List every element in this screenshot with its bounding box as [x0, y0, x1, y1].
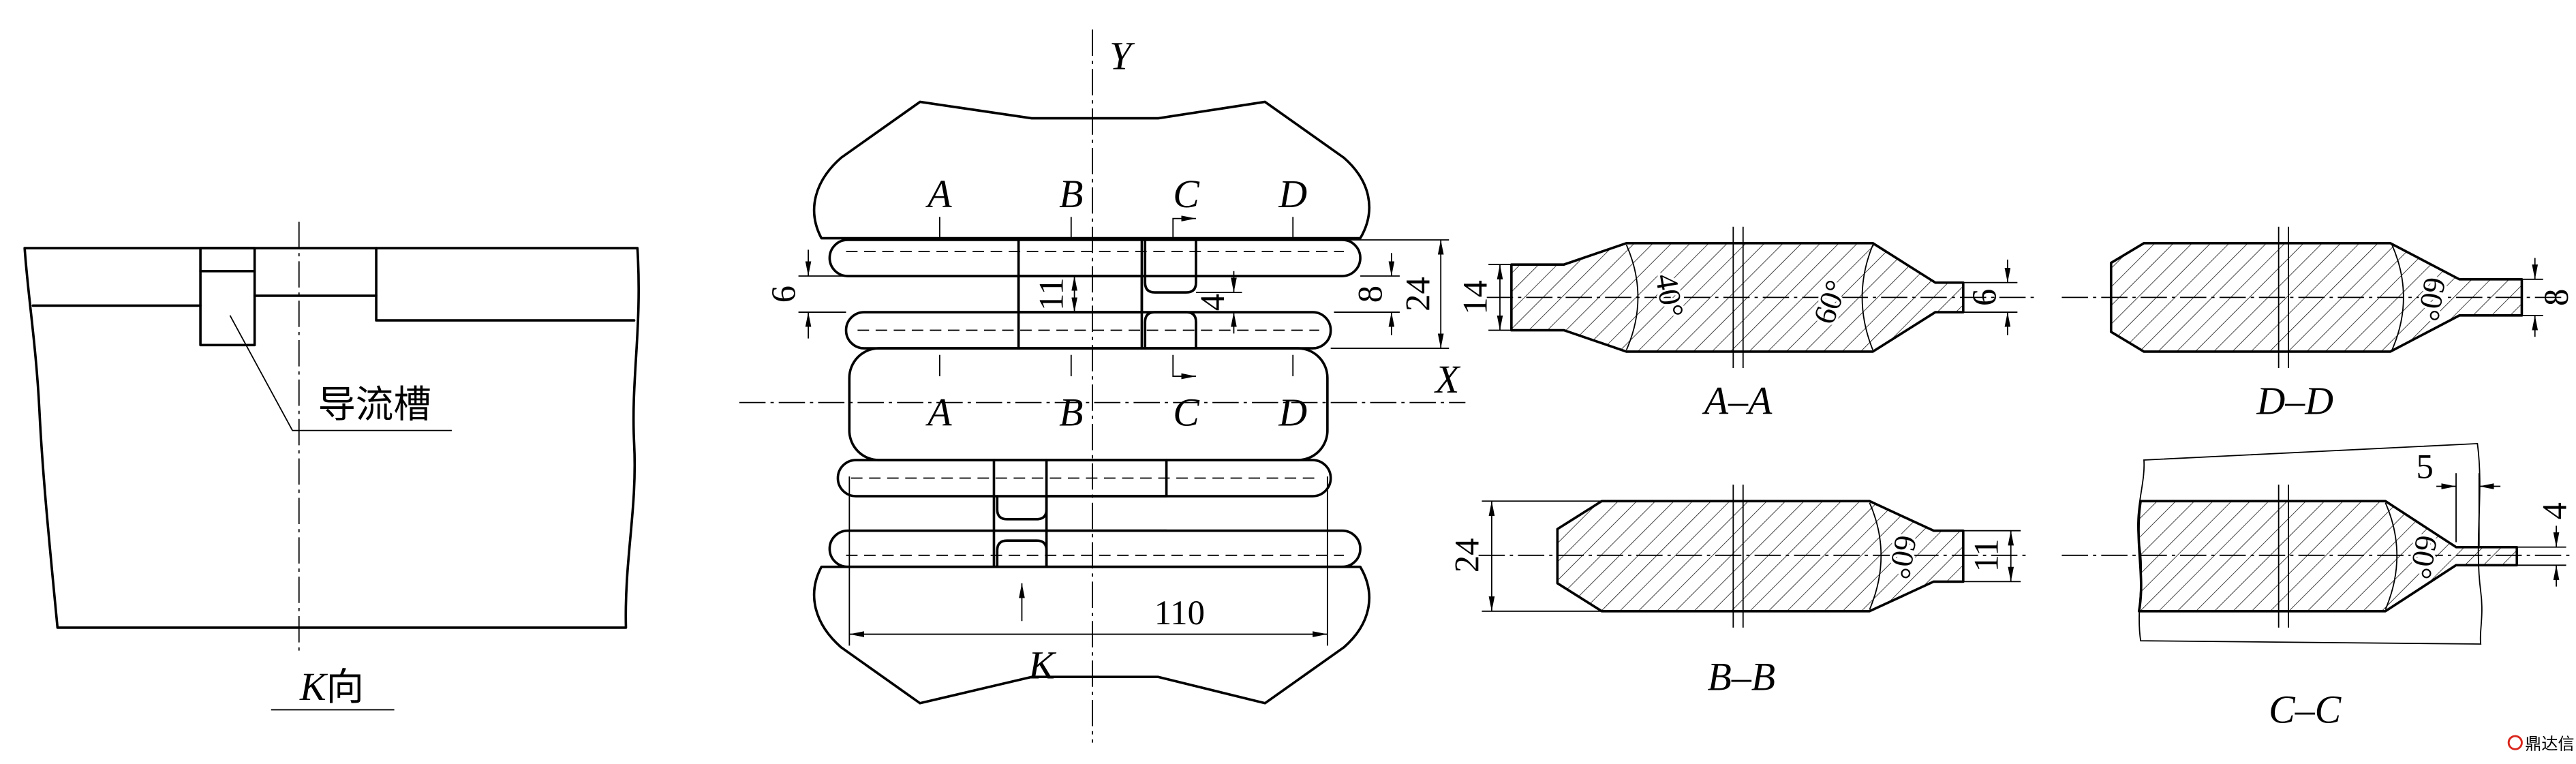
section-a-a-title: A–A: [1702, 379, 1773, 423]
section-mark-c-top: C: [1173, 172, 1200, 216]
section-mark-b-bottom: B: [1059, 390, 1083, 434]
dimension-4: 4: [1193, 271, 1242, 334]
section-c-c-title: C–C: [2269, 688, 2342, 732]
dimension-110: 110: [848, 476, 1328, 646]
dimension-11: 11: [1032, 276, 1077, 313]
section-d-d-dim-8-label: 8: [2537, 289, 2575, 306]
section-a-a-profile: [1510, 241, 1965, 353]
dimension-8: 8: [1334, 253, 1400, 335]
watermark-logo-icon: [2507, 735, 2523, 750]
section-b-b-title: B–B: [1708, 655, 1776, 699]
lower-flash-band: [828, 529, 1362, 568]
section-c-c-dim-5-label: 5: [2417, 448, 2434, 486]
section-mark-a-top: A: [925, 172, 952, 216]
section-a-a: 40° 60° 14 6 A–A: [1456, 226, 2034, 423]
groove-label: 导流槽: [318, 383, 431, 427]
section-a-a-angle-arc-left: [1625, 244, 1639, 350]
k-view-label-suffix: 向: [326, 666, 364, 709]
section-d-d-angle: 60°: [2411, 275, 2453, 324]
flow-groove: [199, 247, 256, 347]
section-marks-top: A B C D: [925, 172, 1307, 240]
section-d-d-title: D–D: [2256, 379, 2333, 423]
dimension-6-label: 6: [765, 286, 803, 303]
upper-flash-band: [828, 239, 1362, 277]
main-view: Y X A B: [739, 29, 1466, 743]
x-axis-label: X: [1434, 357, 1461, 401]
upper-die-outline: [812, 100, 1370, 240]
k-view: 导流槽 K向: [23, 221, 640, 711]
section-b-b-break-lines: [1732, 485, 1744, 628]
k-view-label-letter: K: [299, 664, 328, 709]
section-a-a-break-lines: [1732, 226, 1744, 369]
section-a-a-angle-arc-right: [1861, 244, 1874, 350]
section-d-d-profile: [2109, 241, 2524, 353]
section-c-c-angle-arc: [2385, 502, 2398, 610]
dimension-110-label: 110: [1154, 594, 1205, 632]
section-a-a-dim-14-label: 14: [1456, 280, 1494, 315]
lower-channel-land-upper: [996, 495, 1048, 521]
section-d-d-break-lines: [2278, 226, 2290, 369]
y-axis-label: Y: [1109, 33, 1135, 78]
lower-die-outline: [812, 565, 1370, 705]
section-a-a-angle-left: 40°: [1649, 271, 1690, 320]
section-mark-d-bottom: D: [1278, 390, 1307, 434]
dimension-24-extension-lines: [1186, 239, 1450, 349]
dimension-4-label: 4: [1193, 294, 1231, 311]
view-k-arrow-label: K: [1028, 643, 1057, 688]
lower-channel-land-lower: [996, 539, 1048, 568]
forging-body: [848, 347, 1329, 461]
section-tick-c-bottom: [1172, 354, 1196, 380]
section-d-d-angle-arc: [2391, 244, 2404, 350]
lower-channel-edges: [992, 459, 1048, 568]
section-mark-b-top: B: [1059, 172, 1083, 216]
lower-channel-step: [1045, 459, 1168, 532]
watermark-logo: 鼎达信: [2507, 734, 2575, 753]
section-c-c-break-lines: [2278, 485, 2290, 628]
bridge-land-upper: [1144, 239, 1197, 294]
watermark-logo-text: 鼎达信: [2525, 734, 2574, 753]
section-b-b: 60° 24 11 B–B: [1448, 485, 2029, 699]
k-view-outline: [23, 247, 640, 629]
dimension-6: 6: [765, 249, 846, 339]
section-b-b-angle: 60°: [1882, 533, 1924, 582]
section-tick-c-top: [1172, 215, 1196, 240]
section-c-c-angle: 60°: [2403, 533, 2444, 582]
k-view-parting-line-right: [375, 247, 636, 322]
dimension-11-label: 11: [1032, 277, 1071, 311]
section-b-b-dim-24-label: 24: [1448, 538, 1486, 573]
section-marks-bottom: A B C D: [925, 354, 1307, 434]
section-b-b-dim-11-label: 11: [1967, 538, 2005, 572]
section-b-b-angle-arc: [1869, 502, 1882, 610]
section-d-d: 60° 8 D–D: [2061, 226, 2575, 423]
section-c-c-dim-5-extension-lines: [2455, 473, 2480, 547]
section-a-a-dim-6-label: 6: [1965, 289, 2004, 306]
k-view-label: K向: [299, 664, 364, 709]
flow-channel-edges: [1017, 239, 1144, 350]
groove-leader-line: [229, 315, 452, 431]
section-c-c-dim-4-label: 4: [2536, 502, 2574, 519]
section-c-c-dim-4-extension-lines: [2517, 546, 2566, 566]
section-b-b-dim-24-extension-lines: [1482, 500, 1602, 612]
dimension-6-extension-lines: [798, 275, 846, 313]
section-mark-c-bottom: C: [1173, 390, 1200, 434]
dimension-24-label: 24: [1398, 277, 1437, 311]
bridge-land-lower: [1144, 311, 1197, 350]
dimension-24: 24: [1186, 239, 1450, 349]
dimension-110-extension-lines: [848, 476, 1328, 646]
section-c-c: 60° 5 4 C–C: [2061, 442, 2574, 732]
section-mark-a-bottom: A: [925, 390, 952, 434]
dimension-8-label: 8: [1351, 286, 1389, 303]
section-mark-d-top: D: [1278, 172, 1307, 216]
section-c-c-profile: [2137, 500, 2519, 613]
